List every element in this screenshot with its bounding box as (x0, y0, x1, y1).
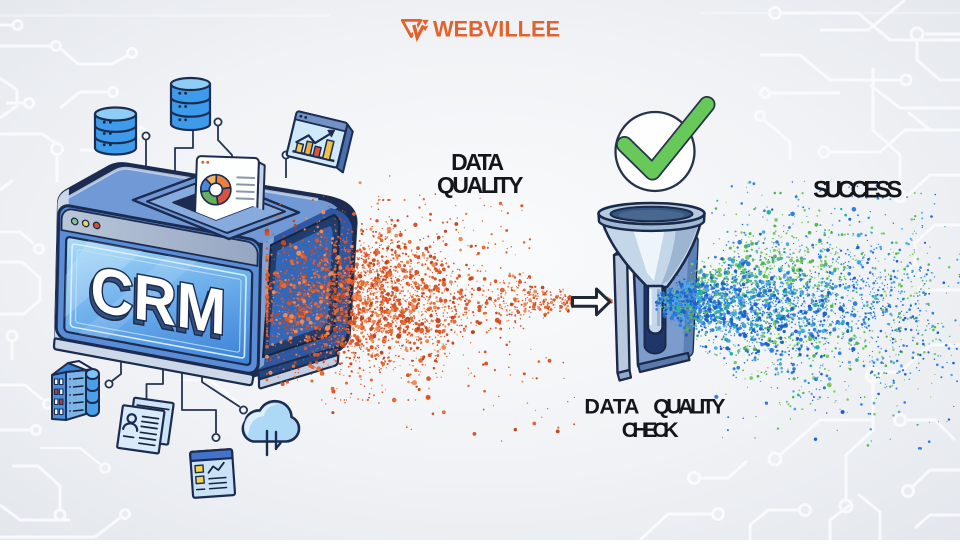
svg-text:WEBVILLEE: WEBVILLEE (433, 17, 560, 42)
